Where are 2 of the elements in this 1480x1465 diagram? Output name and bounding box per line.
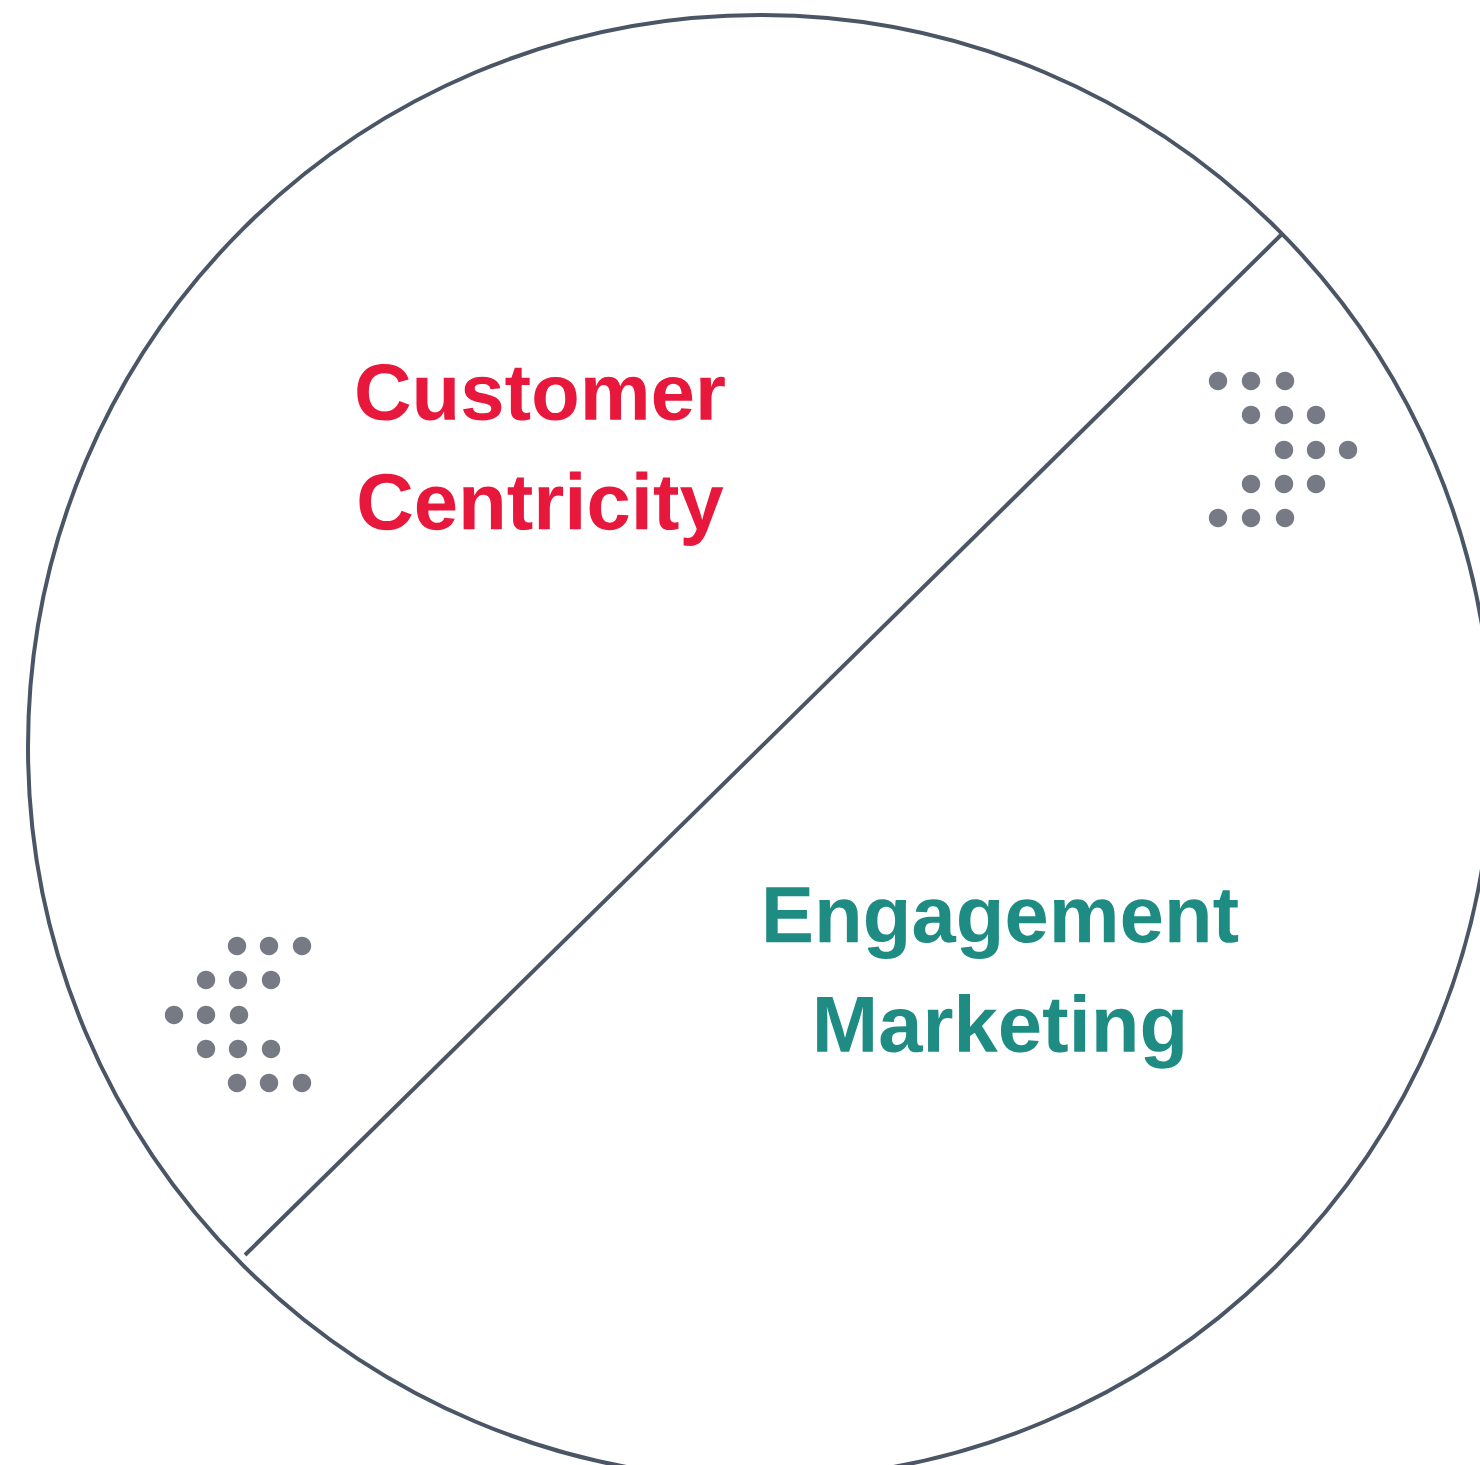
section-label: Engagement Marketing xyxy=(766,887,1239,1069)
section-label: Customer Centricity xyxy=(357,364,725,546)
